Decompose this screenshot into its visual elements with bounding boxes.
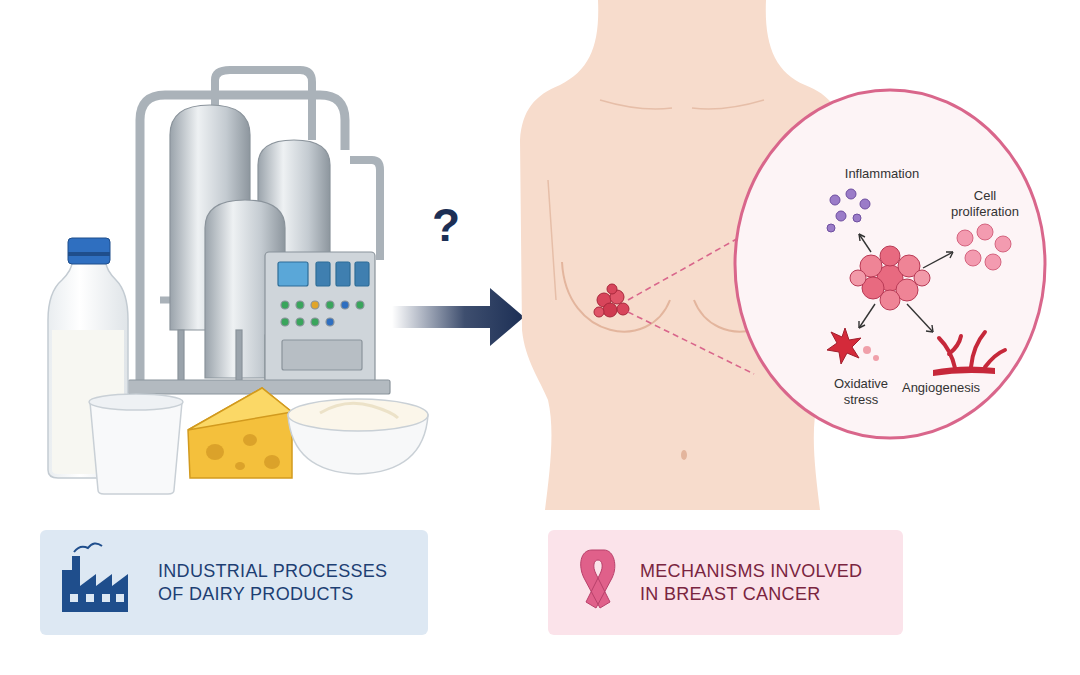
box-title: MECHANISMS INVOLVED IN BREAST CANCER xyxy=(640,560,872,606)
breast-tumor xyxy=(594,284,629,317)
box-title: INDUSTRIAL PROCESSES OF DAIRY PRODUCTS xyxy=(158,560,403,606)
mechanism-label: Oxidative stress xyxy=(825,376,897,408)
zoom-circle xyxy=(735,90,1045,438)
question-mark: ? xyxy=(432,200,460,251)
mechanism-label: Cell proliferation xyxy=(943,188,1027,220)
magnified-view xyxy=(733,88,1047,440)
pink-ribbon-icon xyxy=(548,530,903,635)
magnified-view: InflammationCell proliferationOxidative … xyxy=(733,88,1047,440)
category-box: INDUSTRIAL PROCESSES OF DAIRY PRODUCTS xyxy=(40,530,428,635)
dairy-machinery xyxy=(128,70,390,394)
factory-icon xyxy=(40,530,428,635)
mechanism-label: Inflammation xyxy=(837,166,927,182)
mechanism-label: Angiogenesis xyxy=(898,380,984,396)
question-arrow xyxy=(392,288,524,346)
category-box: MECHANISMS INVOLVED IN BREAST CANCER xyxy=(548,530,903,635)
dairy-products xyxy=(48,238,428,494)
